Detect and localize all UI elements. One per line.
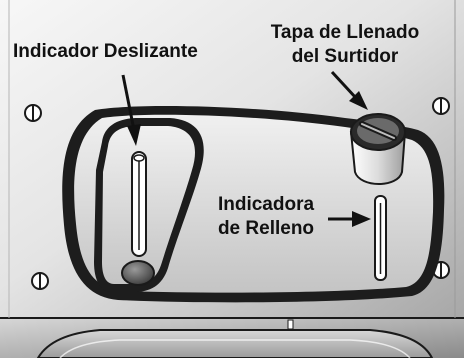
spout-fill-cap-label-line-2: del Surtidor (291, 46, 399, 67)
slider-arrow-icon (121, 74, 141, 146)
refill-indicator-label-line-1: Indicadora (217, 194, 315, 215)
slider-indicator-label-text: Indicador Deslizante (13, 41, 198, 62)
refill-indicator-label-line-2: de Relleno (217, 218, 315, 239)
spout-fill-cap-label: Tapa de Llenado del Surtidor (257, 21, 433, 69)
refill-arrow-icon (328, 211, 371, 227)
screw-icon (31, 272, 49, 290)
cap-arrow-icon (330, 70, 368, 110)
spout-fill-cap-label-line-1: Tapa de Llenado (270, 22, 420, 43)
slider-knob (121, 260, 155, 286)
spout-fill-cap (349, 113, 407, 185)
refill-indicator-label: Indicadora de Relleno (206, 193, 326, 241)
refill-indicator-window (374, 195, 387, 281)
screw-icon (24, 104, 42, 122)
slider-indicator-label: Indicador Deslizante (13, 40, 198, 64)
screw-icon (432, 97, 450, 115)
